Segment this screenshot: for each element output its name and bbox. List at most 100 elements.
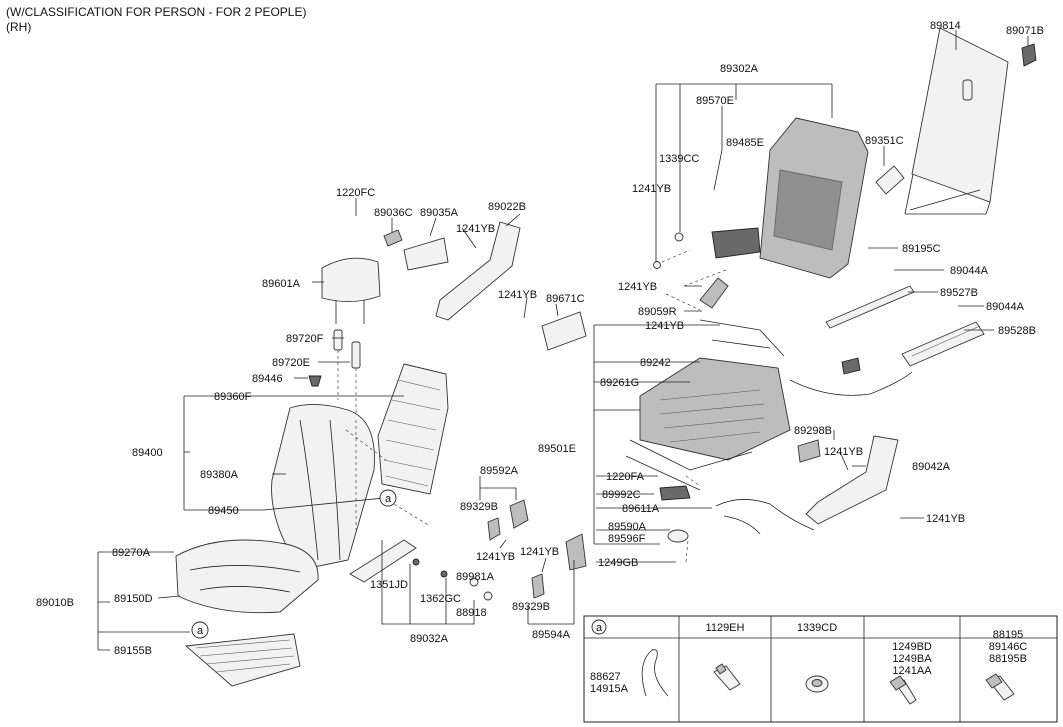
callout-89814: 89814 xyxy=(930,20,961,32)
callout-89071B: 89071B xyxy=(1006,25,1044,37)
bracket-89329B-b xyxy=(531,533,587,599)
callout-89992C: 89992C xyxy=(602,489,641,501)
callout-89671C: 89671C xyxy=(546,293,585,305)
nut-1339CD-icon xyxy=(805,675,829,693)
legend-1249BA: 1249BA xyxy=(892,653,932,665)
callout-1241YB-i: 1241YB xyxy=(520,546,559,558)
callout-89329B-b: 89329B xyxy=(512,601,550,613)
callout-89450: 89450 xyxy=(208,505,239,517)
callout-1241YB-c: 1241YB xyxy=(498,289,537,301)
pad-89360F xyxy=(377,363,449,495)
legend-header-1339CD: 1339CD xyxy=(797,622,837,634)
callout-89044A-b: 89044A xyxy=(986,301,1025,313)
ref-circle-a-1: a xyxy=(379,489,397,507)
seatback-frame-89302A xyxy=(653,117,869,279)
small-fasteners xyxy=(412,558,493,601)
headrest-89601A xyxy=(321,257,381,324)
clip-89071B xyxy=(1021,43,1037,67)
callout-1241YB-e: 1241YB xyxy=(645,320,684,332)
module-89992C xyxy=(659,485,691,501)
leader-lines xyxy=(97,30,1029,651)
legend-header-a: a xyxy=(596,622,603,634)
callout-89150D: 89150D xyxy=(114,593,153,605)
callout-89446: 89446 xyxy=(252,373,283,385)
callout-89261G: 89261G xyxy=(600,377,639,389)
screw-1249-icon xyxy=(889,675,917,705)
connector-89298B xyxy=(797,439,821,463)
callout-89042A: 89042A xyxy=(912,461,951,473)
seatback-cushion-89380A xyxy=(271,404,375,571)
bolt-88195-icon xyxy=(985,673,1015,701)
knob-89036C xyxy=(383,229,403,247)
legend-88195: 88195 xyxy=(993,629,1024,641)
callout-1220FC: 1220FC xyxy=(336,187,375,199)
hook-clip-icon xyxy=(641,649,669,697)
trim-89035A xyxy=(403,237,449,271)
callout-89380A: 89380A xyxy=(200,469,239,481)
bolt-1129EH-icon xyxy=(713,663,741,691)
callout-89611A: 89611A xyxy=(622,503,660,515)
callout-1241YB-b: 1241YB xyxy=(456,223,495,235)
legend-1241AA: 1241AA xyxy=(892,665,932,677)
svg-text:a: a xyxy=(385,493,392,505)
wiring-89611A xyxy=(715,357,913,535)
callout-1241YB-h: 1241YB xyxy=(476,551,515,563)
pad-89351C xyxy=(875,165,905,195)
callout-89022B: 89022B xyxy=(488,201,526,213)
callout-89501E: 89501E xyxy=(538,443,576,455)
callout-labels: 89814 89071B 89302A 89570E 89485E 1339CC… xyxy=(36,20,1044,657)
callout-89720F: 89720F xyxy=(286,333,324,345)
headrest-guides xyxy=(308,329,361,420)
callout-89036C: 89036C xyxy=(374,207,413,219)
callout-89592A: 89592A xyxy=(480,465,519,477)
seat-frame-89501E xyxy=(625,319,791,491)
callout-89601A: 89601A xyxy=(262,278,301,290)
legend-table: a 1129EH 1339CD 1249BD 1249BA 1241AA 881… xyxy=(583,615,1058,723)
side-cover-89042A xyxy=(805,435,899,525)
callout-1241YB-a: 1241YB xyxy=(632,183,671,195)
legend-88627: 88627 xyxy=(590,671,621,683)
callout-89242: 89242 xyxy=(640,357,671,369)
legend-header-1129EH: 1129EH xyxy=(706,622,745,634)
callout-89329B-a: 89329B xyxy=(460,501,498,513)
mat-89155B xyxy=(184,633,301,687)
diagram-title: (W/CLASSIFICATION FOR PERSON - FOR 2 PEO… xyxy=(6,5,306,19)
callout-1249GB: 1249GB xyxy=(598,557,638,569)
legend-88195B: 88195B xyxy=(989,653,1027,665)
callout-1362GC: 1362GC xyxy=(420,593,461,605)
svg-text:a: a xyxy=(197,625,204,637)
callout-89570E: 89570E xyxy=(696,95,734,107)
cover-89022B xyxy=(435,221,521,321)
sensor-89590A xyxy=(667,529,689,543)
callout-89485E: 89485E xyxy=(726,137,764,149)
callout-89981A: 89981A xyxy=(456,571,495,583)
callout-89528B: 89528B xyxy=(998,325,1036,337)
callout-89527B: 89527B xyxy=(940,287,978,299)
callout-1241YB-f: 1241YB xyxy=(824,446,863,458)
ref-circle-a-2: a xyxy=(191,621,209,639)
callout-89195C: 89195C xyxy=(902,243,941,255)
callout-1241YB-d: 1241YB xyxy=(618,281,657,293)
callout-89400: 89400 xyxy=(132,447,163,459)
callout-89720E: 89720E xyxy=(272,357,310,369)
callout-89044A-a: 89044A xyxy=(950,265,989,277)
rail-89527B xyxy=(825,285,915,329)
callout-89270A: 89270A xyxy=(112,547,151,559)
seat-cushion-89150D xyxy=(175,539,319,614)
callout-1241YB-g: 1241YB xyxy=(926,513,965,525)
callout-89594A: 89594A xyxy=(532,629,571,641)
callout-89360F: 89360F xyxy=(214,391,252,403)
bracket-89329B-a xyxy=(487,499,529,541)
switch-89671C xyxy=(541,311,587,351)
callout-89351C: 89351C xyxy=(865,135,904,147)
callout-89596F: 89596F xyxy=(608,533,646,545)
callout-89035A: 89035A xyxy=(420,207,459,219)
callout-1339CC: 1339CC xyxy=(659,153,699,165)
legend-1249BD: 1249BD xyxy=(892,641,932,653)
callout-89010B: 89010B xyxy=(36,597,74,609)
callout-89155B: 89155B xyxy=(114,645,152,657)
callout-89032A: 89032A xyxy=(410,633,449,645)
diagram-subtitle: (RH) xyxy=(6,20,31,34)
side-cover-89032A xyxy=(349,539,417,583)
